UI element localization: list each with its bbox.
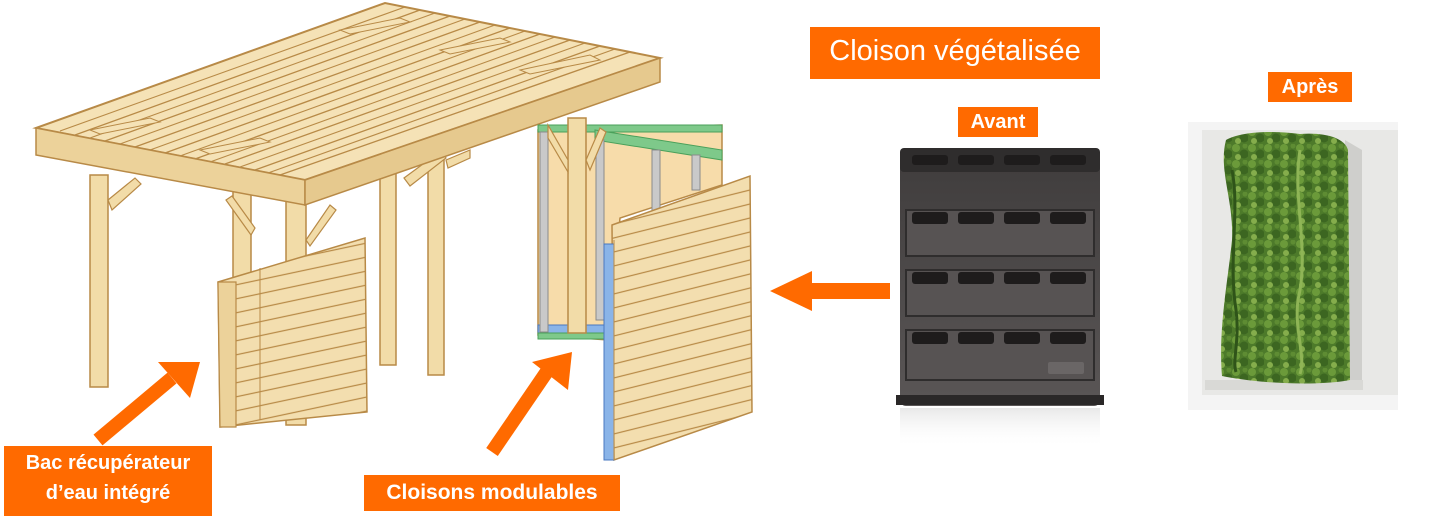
green-wall-photo (1188, 122, 1398, 410)
title-label: Cloison végétalisée (810, 27, 1100, 79)
after-label: Après (1268, 72, 1352, 102)
arrow-to-partitions (486, 352, 572, 456)
before-label: Avant (958, 107, 1038, 137)
partitions-label: Cloisons modulables (364, 475, 620, 511)
arrow-to-tank (93, 362, 200, 446)
arrow-to-carport (770, 271, 890, 311)
water-tank-label: Bac récupérateur d’eau intégré (4, 446, 212, 516)
planter-photo (896, 148, 1104, 448)
carport-illustration (32, 1, 753, 462)
